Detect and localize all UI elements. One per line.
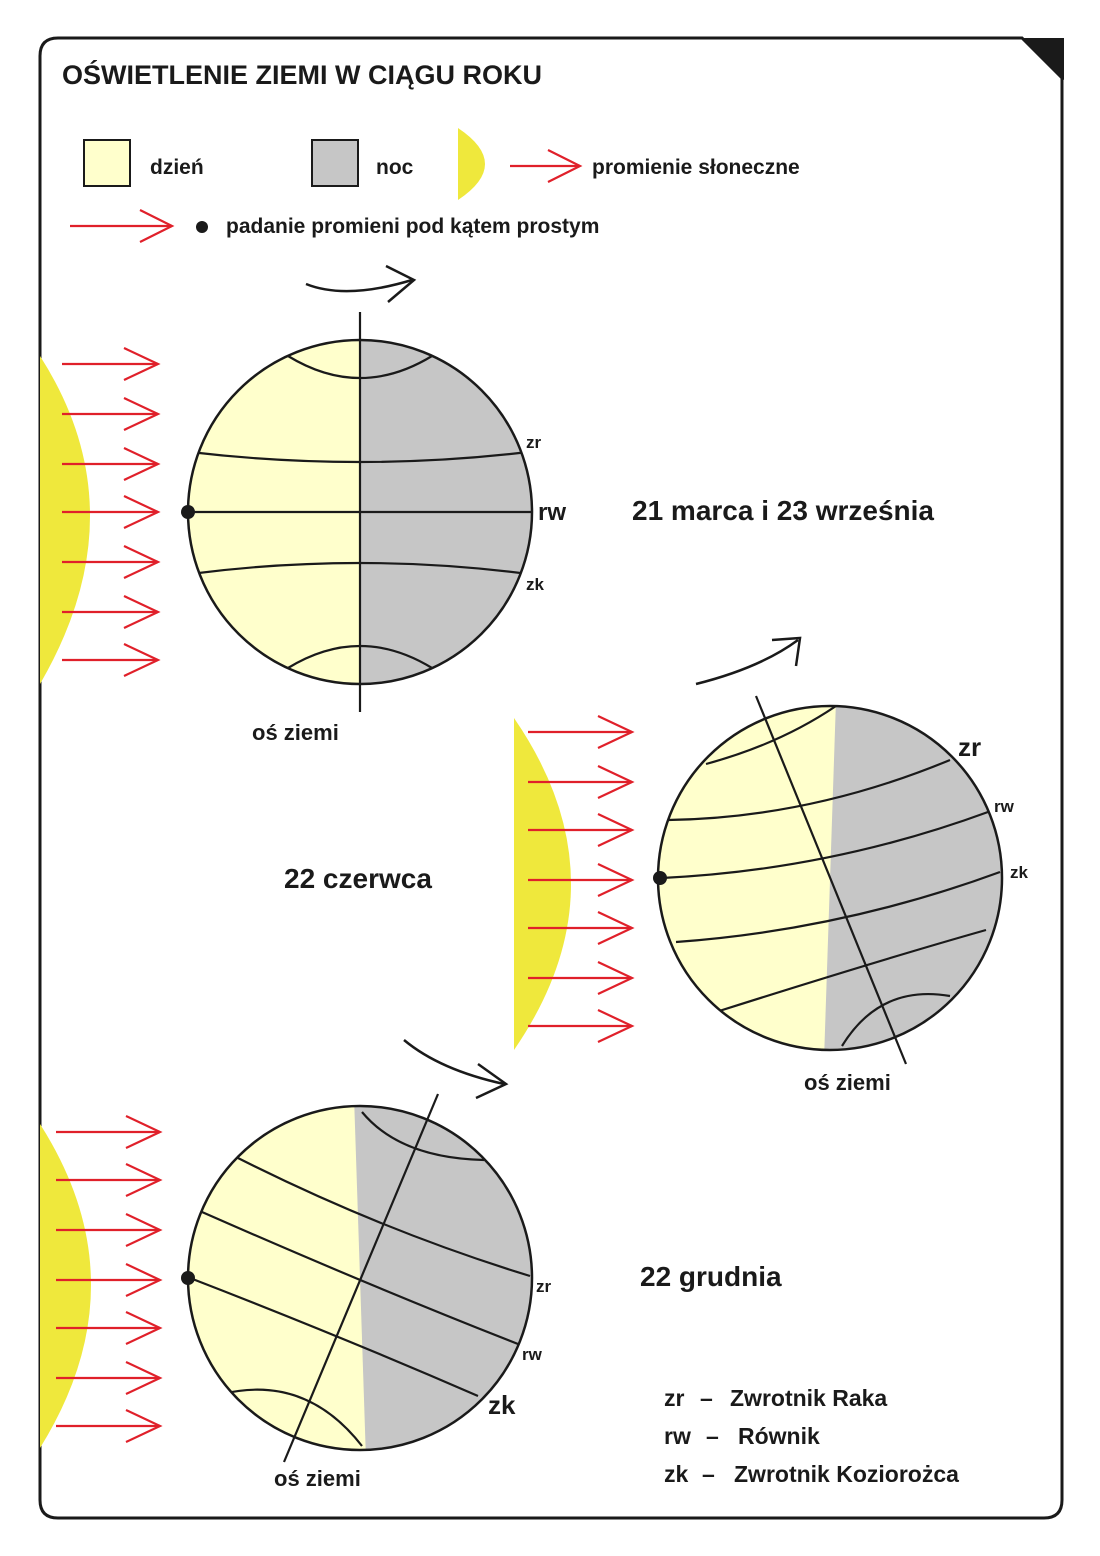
perpendicular-point: [181, 1271, 195, 1285]
arctic-circle-line: [361, 1111, 485, 1162]
sun-ray-arrow: [62, 347, 161, 381]
rotation-arrowhead: [385, 264, 417, 303]
sun-ray-arrow: [62, 495, 161, 529]
sun-ray-arrow: [528, 863, 635, 897]
date-label: 21 marca i 23 września: [632, 495, 934, 526]
key-name-zk: Zwrotnik Koziorożca: [734, 1461, 959, 1487]
label-rw: rw: [994, 797, 1015, 816]
sun-ray-arrow: [528, 911, 635, 945]
tropic-of-capricorn-line: [675, 870, 1001, 944]
axis-label: oś ziemi: [252, 720, 339, 745]
label-zk: zk: [526, 575, 545, 594]
sun-equinox: [40, 356, 90, 684]
rotation-arrow: [305, 278, 413, 293]
legend-night-swatch: [311, 139, 359, 187]
tropic-of-cancer-line: [667, 758, 951, 822]
abbreviation-key: zr – Zwrotnik Raka rw – Równik zk – Zwro…: [664, 1385, 959, 1487]
arctic-circle-line: [705, 706, 837, 766]
label-rw: rw: [522, 1345, 543, 1364]
page-title: OŚWIETLENIE ZIEMI W CIĄGU ROKU: [62, 59, 542, 90]
sun-ray-arrow: [62, 447, 161, 481]
key-abbr-zk: zk: [664, 1461, 689, 1487]
perpendicular-point: [653, 871, 667, 885]
legend-day-label: dzień: [150, 156, 204, 179]
sun-ray-arrow: [62, 643, 161, 677]
sun-ray-arrow: [56, 1361, 163, 1395]
sun-rays-equinox: [62, 347, 161, 677]
sun-rays-june: [528, 715, 635, 1043]
legend-night-label: noc: [376, 156, 414, 179]
key-dash-zk: –: [702, 1461, 715, 1487]
key-name-rw: Równik: [738, 1423, 820, 1449]
legend-rays-label: promienie słoneczne: [592, 156, 800, 179]
date-label: 22 czerwca: [284, 863, 432, 894]
axis-label: oś ziemi: [274, 1466, 361, 1491]
date-label: 22 grudnia: [640, 1261, 782, 1292]
sun-ray-arrow: [56, 1115, 163, 1149]
globe-equinox: zr rw zk oś ziemi 21 marca i 23 września: [181, 264, 934, 745]
key-dash-rw: –: [706, 1423, 719, 1449]
sun-ray-arrow: [62, 397, 161, 431]
equator-line: [661, 810, 989, 880]
globe-december: zr rw zk oś ziemi 22 grudnia: [181, 1039, 782, 1491]
label-zr: zr: [958, 732, 981, 762]
earth-axis: [282, 1093, 440, 1463]
legend-perpendicular-dot: [196, 221, 208, 233]
rotation-arrowhead: [475, 1062, 509, 1100]
legend-sun-icon: [458, 128, 485, 200]
sun-ray-arrow: [56, 1409, 163, 1443]
sun-ray-arrow: [62, 595, 161, 629]
sun-ray-arrow: [56, 1311, 163, 1345]
globe-june: zr rw zk oś ziemi 22 czerwca: [284, 636, 1029, 1095]
label-rw: rw: [538, 499, 566, 526]
legend: dzień noc promienie słoneczne padanie pr…: [70, 128, 800, 243]
legend-perpendicular-label: padanie promieni pod kątem prostym: [226, 215, 599, 238]
sun-ray-arrow: [56, 1163, 163, 1197]
sun-ray-arrow: [62, 545, 161, 579]
page-frame: [38, 36, 1064, 1520]
sun-ray-arrow: [528, 961, 635, 995]
rotation-arrowhead: [771, 636, 802, 667]
sun-rays-december: [56, 1115, 163, 1443]
key-name-zr: Zwrotnik Raka: [730, 1385, 887, 1411]
label-zk: zk: [1010, 863, 1029, 882]
sun-ray-arrow: [528, 1009, 635, 1043]
sun-ray-arrow: [56, 1213, 163, 1247]
key-abbr-zr: zr: [664, 1385, 685, 1411]
key-dash-zr: –: [700, 1385, 713, 1411]
axis-label: oś ziemi: [804, 1070, 891, 1095]
label-zk: zk: [488, 1390, 516, 1420]
sun-ray-arrow: [528, 765, 635, 799]
corner-fold: [1022, 38, 1064, 80]
sun-ray-arrow: [528, 813, 635, 847]
legend-perpendicular-arrow: [70, 209, 175, 243]
key-abbr-rw: rw: [664, 1423, 691, 1449]
tropic-of-cancer-line: [233, 1155, 531, 1278]
sun-june: [514, 718, 571, 1050]
sun-ray-arrow: [528, 715, 635, 749]
label-zr: zr: [526, 433, 542, 452]
equator-line: [201, 1210, 519, 1346]
sun-ray-arrow: [56, 1263, 163, 1297]
antarctic-circle-line: [221, 1388, 363, 1447]
rotation-arrow: [695, 638, 799, 686]
legend-day-swatch: [83, 139, 131, 187]
sun-december: [40, 1124, 91, 1448]
legend-ray-arrow: [510, 149, 583, 183]
night-half: [354, 1106, 532, 1450]
night-half: [824, 706, 1002, 1050]
perpendicular-point: [181, 505, 195, 519]
antarctic-circle-line: [841, 992, 951, 1047]
earth-axis: [754, 695, 908, 1065]
label-zr: zr: [536, 1277, 552, 1296]
rotation-arrow: [403, 1039, 505, 1086]
